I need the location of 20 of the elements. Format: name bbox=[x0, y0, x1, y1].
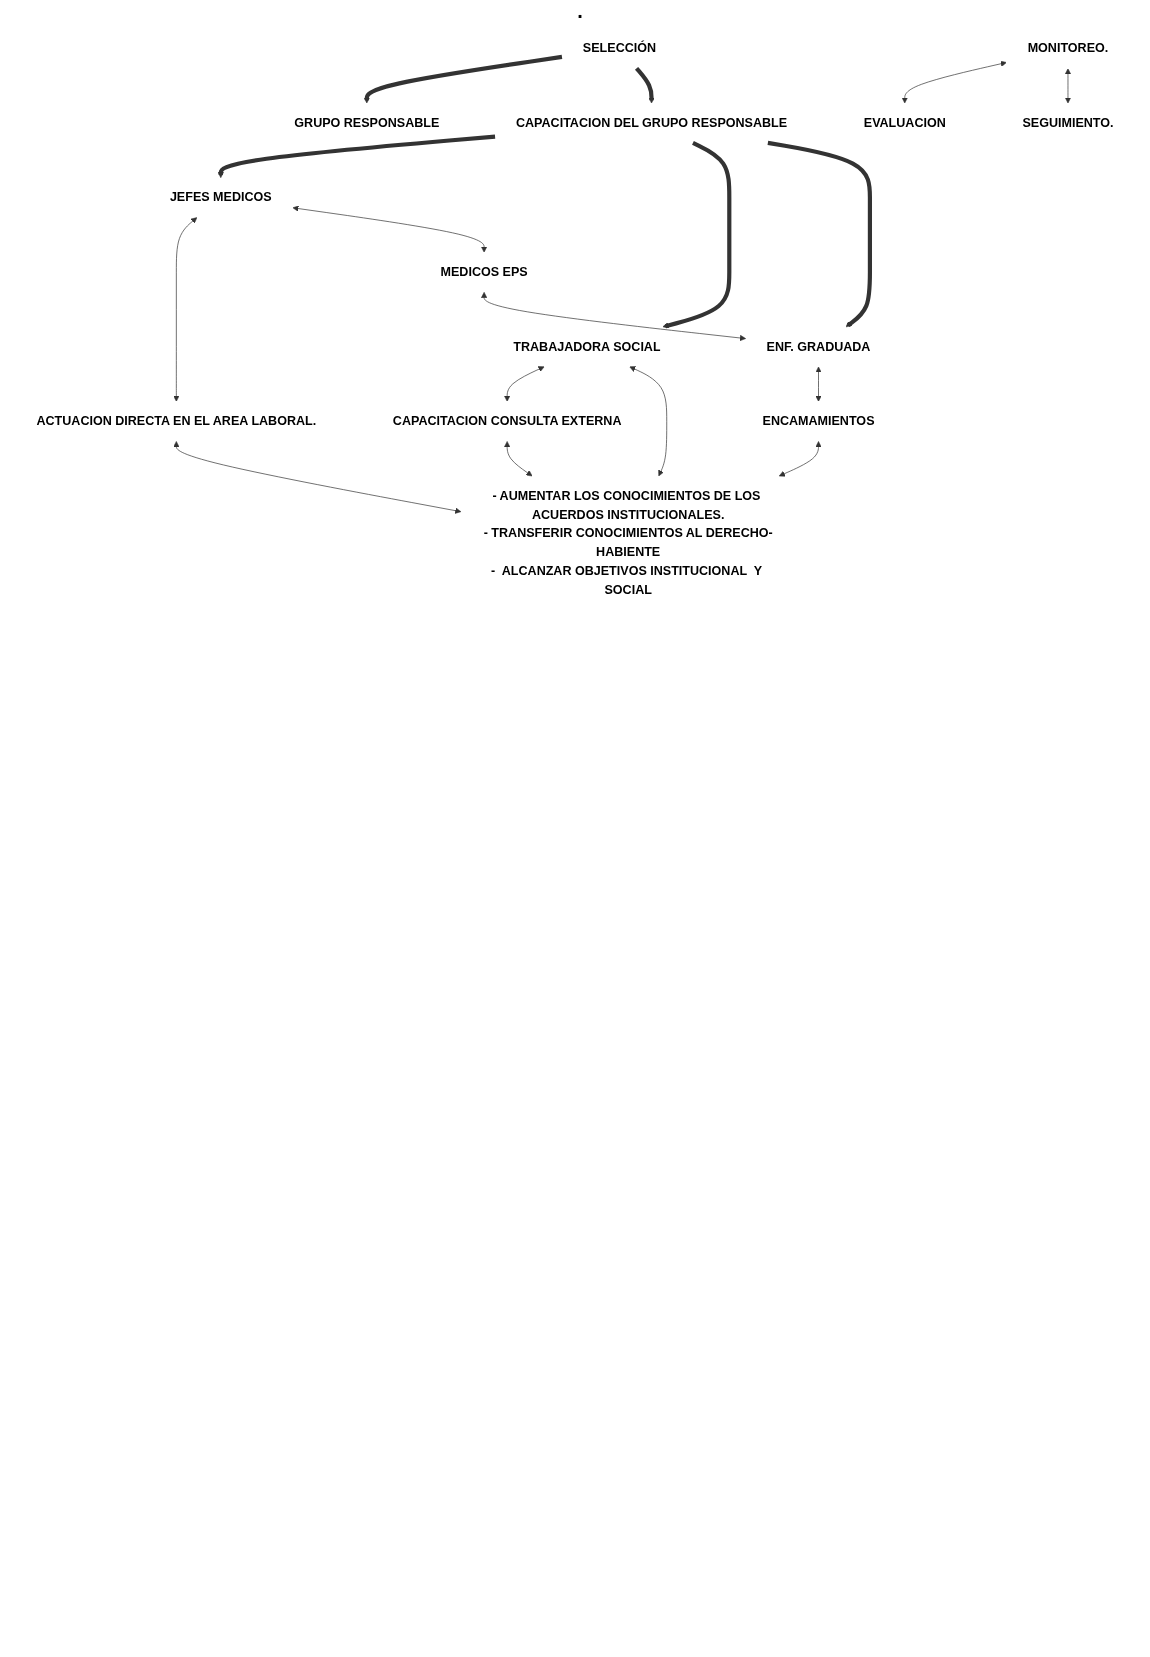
arrow bbox=[662, 141, 732, 329]
node-text: MONITOREO. bbox=[1027, 41, 1109, 56]
node-text: ACTUACION DIRECTA EN EL AREA LABORAL. bbox=[36, 413, 317, 428]
arrow bbox=[634, 66, 655, 104]
arrow bbox=[363, 54, 563, 104]
node-text: TRABAJADORA SOCIAL bbox=[513, 339, 661, 354]
node-text: CAPACITACION DEL GRUPO RESPONSABLE bbox=[515, 115, 788, 130]
arrow bbox=[767, 140, 872, 328]
node-text: EVALUACION bbox=[863, 115, 946, 130]
node-text: - AUMENTAR LOS CONOCIMIENTOS DE LOS ACUERDOS INSTITUCIONALES. - TRANSFERIR CONOCIMIENTOS AL DERECHO-HABIENTE - ALCANZAR OBJETIVOS INSTITUCIONAL Y SOCIAL bbox=[483, 488, 773, 597]
node-text: ENF. GRADUADA bbox=[766, 339, 871, 354]
node-text: SELECCIÓN bbox=[582, 41, 657, 56]
node-text: MEDICOS EPS bbox=[440, 264, 528, 279]
node-text: JEFES MEDICOS bbox=[169, 190, 272, 205]
note-text: . bbox=[577, 0, 583, 23]
node-text: SEGUIMIENTO. bbox=[1022, 115, 1114, 130]
node-text: ENCAMAMIENTOS bbox=[762, 413, 875, 428]
node-text: CAPACITACION CONSULTA EXTERNA bbox=[392, 413, 622, 428]
node-text: GRUPO RESPONSABLE bbox=[294, 115, 440, 130]
arrow bbox=[217, 134, 496, 178]
